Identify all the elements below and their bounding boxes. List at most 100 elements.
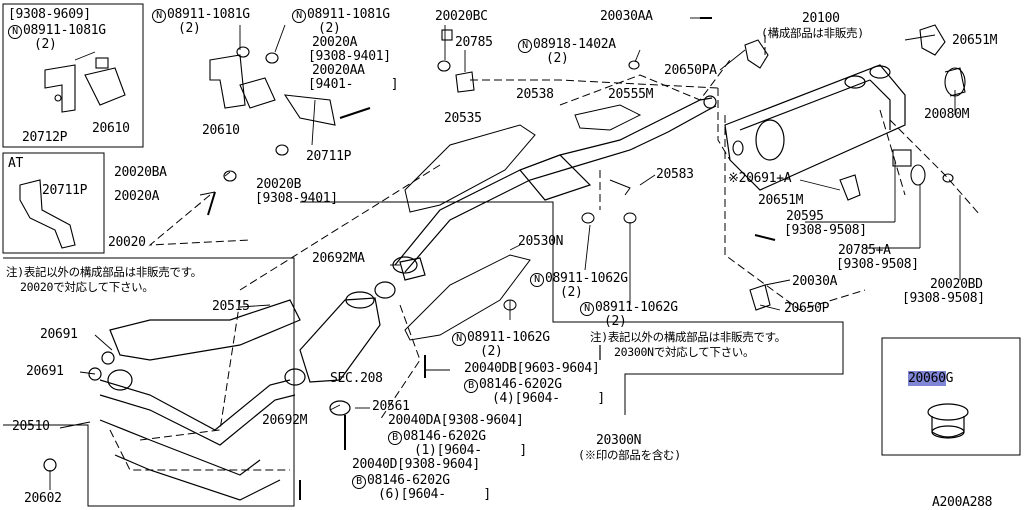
label-20040d[interactable]: 20040D[9308-9604] <box>352 457 480 472</box>
label-box1-nut-qty: (2) <box>34 37 57 52</box>
label-20040db[interactable]: 20040DB[9603-9604] <box>464 361 600 376</box>
label-20785[interactable]: 20785 <box>455 35 493 50</box>
nut-symbol-icon: N <box>530 273 544 287</box>
label-20515[interactable]: 20515 <box>212 299 250 314</box>
label-n-08911-1062g-c-qty: (2) <box>480 344 503 359</box>
label-20583[interactable]: 20583 <box>656 167 694 182</box>
label-n-08918-qty: (2) <box>546 51 569 66</box>
label-20020a-top[interactable]: 20020A <box>312 35 358 50</box>
label-20060g-highlight: 20060 <box>908 371 946 386</box>
dash-leader <box>879 109 906 196</box>
label-20040da[interactable]: 20040DA[9308-9604] <box>388 413 524 428</box>
label-20020b-date: [9308-9401] <box>255 191 338 206</box>
plug-drawing <box>927 403 969 439</box>
dash-leader <box>239 164 441 291</box>
label-20785a[interactable]: 20785+A <box>838 243 891 258</box>
label-20080m[interactable]: 20080M <box>924 107 970 122</box>
label-20020bc[interactable]: 20020BC <box>435 9 488 24</box>
label-20020bd-date: [9308-9508] <box>902 291 985 306</box>
label-20020a-left[interactable]: 20020A <box>114 189 160 204</box>
label-20651m-top[interactable]: 20651M <box>952 33 998 48</box>
label-20610-box[interactable]: 20610 <box>92 121 130 136</box>
label-20020b[interactable]: 20020B <box>256 177 302 192</box>
note-left-line1: 注)表記以外の構成部品は非販売です。 <box>6 265 202 279</box>
label-20300n[interactable]: 20300N <box>596 433 642 448</box>
dash-leader <box>109 429 290 471</box>
center-pipe <box>394 95 717 281</box>
nut-symbol-icon: N <box>152 9 166 23</box>
label-20651m-mid[interactable]: 20651M <box>758 193 804 208</box>
label-20595[interactable]: 20595 <box>786 209 824 224</box>
label-20711p-at[interactable]: 20711P <box>42 183 88 198</box>
at-inset-box <box>2 152 105 254</box>
main-muffler <box>724 64 906 191</box>
label-b-08146-b-qty: (1)[9604- ] <box>414 443 527 458</box>
dash-leader <box>724 115 866 311</box>
label-20510[interactable]: 20510 <box>12 419 50 434</box>
label-20020ba[interactable]: 20020BA <box>114 165 167 180</box>
heat-shields <box>404 104 642 341</box>
label-20711p[interactable]: 20711P <box>306 149 352 164</box>
dash-leader <box>148 194 251 246</box>
label-20060g[interactable]: 20060G <box>908 371 954 386</box>
label-20020aa[interactable]: 20020AA <box>312 63 365 78</box>
label-n-08911-1062g-a-qty: (2) <box>560 285 583 300</box>
dash-leader <box>717 88 731 161</box>
label-20610[interactable]: 20610 <box>202 123 240 138</box>
label-20650p[interactable]: 20650P <box>784 301 830 316</box>
label-20712p[interactable]: 20712P <box>22 130 68 145</box>
label-20555m[interactable]: 20555M <box>608 87 654 102</box>
label-20691-1[interactable]: 20691 <box>40 327 78 342</box>
note-left-line2: 20020で対応して下さい。 <box>20 280 154 294</box>
nut-symbol-icon: N <box>452 332 466 346</box>
label-b-08146-a-qty: (4)[9604- ] <box>492 391 605 406</box>
label-20530n[interactable]: 20530N <box>518 234 564 249</box>
label-sec208[interactable]: SEC.208 <box>330 371 383 386</box>
label-20595-date: [9308-9508] <box>784 223 867 238</box>
nut-symbol-icon: N <box>518 39 532 53</box>
label-20100[interactable]: 20100 <box>802 11 840 26</box>
label-box1-date: [9308-9609] <box>8 7 91 22</box>
bolt-symbol-icon: B <box>352 475 366 489</box>
front-pipes <box>43 256 601 501</box>
diagram-id: A200A288 <box>932 495 993 510</box>
label-20691a[interactable]: ※20691+A <box>728 171 792 186</box>
label-b-08146-c-qty: (6)[9604- ] <box>378 487 491 502</box>
label-20100-note: (構成部品は非販売) <box>761 26 864 40</box>
label-20785a-date: [9308-9508] <box>836 257 919 272</box>
dash-leader <box>139 299 241 441</box>
dash-leader <box>889 119 981 216</box>
label-20535[interactable]: 20535 <box>444 111 482 126</box>
label-20650pa[interactable]: 20650PA <box>664 63 717 78</box>
bolt-symbol-icon: B <box>464 379 478 393</box>
label-20692ma[interactable]: 20692MA <box>312 251 365 266</box>
note-right-line2: 20300Nで対応して下さい。 <box>614 345 755 359</box>
nut-symbol-icon: N <box>580 302 594 316</box>
label-20602[interactable]: 20602 <box>24 491 62 506</box>
label-20030a[interactable]: 20030A <box>792 274 838 289</box>
label-20300n-note: (※印の部品を含む) <box>578 448 681 462</box>
label-20538[interactable]: 20538 <box>516 87 554 102</box>
label-20020aa-date: [9401- ] <box>308 77 399 92</box>
dash-leader <box>559 59 731 106</box>
label-20020[interactable]: 20020 <box>108 235 146 250</box>
label-20561[interactable]: 20561 <box>372 399 410 414</box>
label-20030aa[interactable]: 20030AA <box>600 9 653 24</box>
label-20020bd[interactable]: 20020BD <box>930 277 983 292</box>
label-20692m[interactable]: 20692M <box>262 413 308 428</box>
bracket-drawing <box>19 17 966 311</box>
label-20691-2[interactable]: 20691 <box>26 364 64 379</box>
label-n-08911-1081g-b-qty: (2) <box>318 21 341 36</box>
